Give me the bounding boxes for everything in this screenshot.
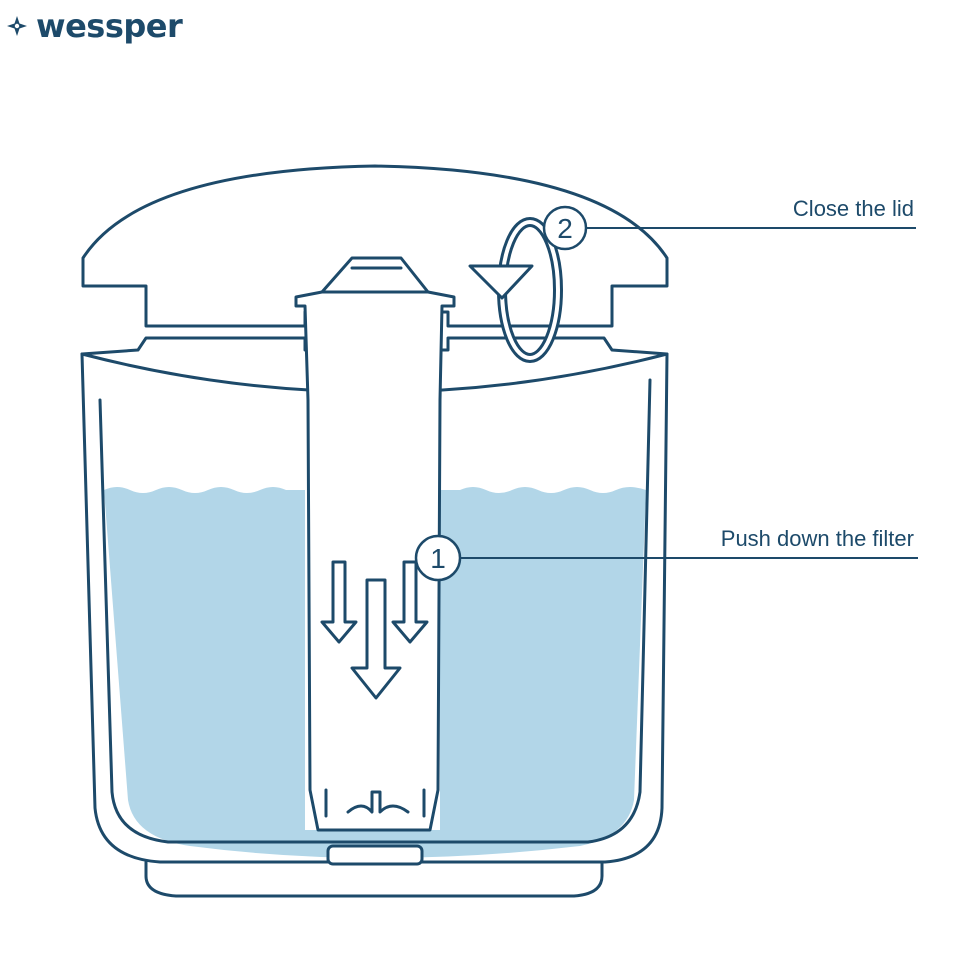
brand-logo: wessper <box>6 6 183 46</box>
jug-base <box>144 860 604 898</box>
step-2-label: Close the lid <box>793 196 914 221</box>
water-fill <box>104 487 646 858</box>
filter-foot <box>326 844 424 866</box>
four-point-star-icon <box>7 16 27 36</box>
brand-name: wessper <box>36 7 183 45</box>
step-2-number: 2 <box>557 213 573 244</box>
step-1-number: 1 <box>430 543 446 574</box>
filter-notches <box>324 788 426 818</box>
step-1-callout: 1 Push down the filter <box>414 526 918 582</box>
lid <box>81 164 669 328</box>
down-arrows-icon <box>320 560 429 700</box>
jug-inner-wall <box>98 378 652 844</box>
rotate-arrow-icon <box>468 217 563 363</box>
step-1-label: Push down the filter <box>721 526 914 551</box>
filter-cartridge <box>294 256 456 832</box>
step-2-callout: 2 Close the lid <box>542 196 916 251</box>
jug-body <box>80 352 669 864</box>
